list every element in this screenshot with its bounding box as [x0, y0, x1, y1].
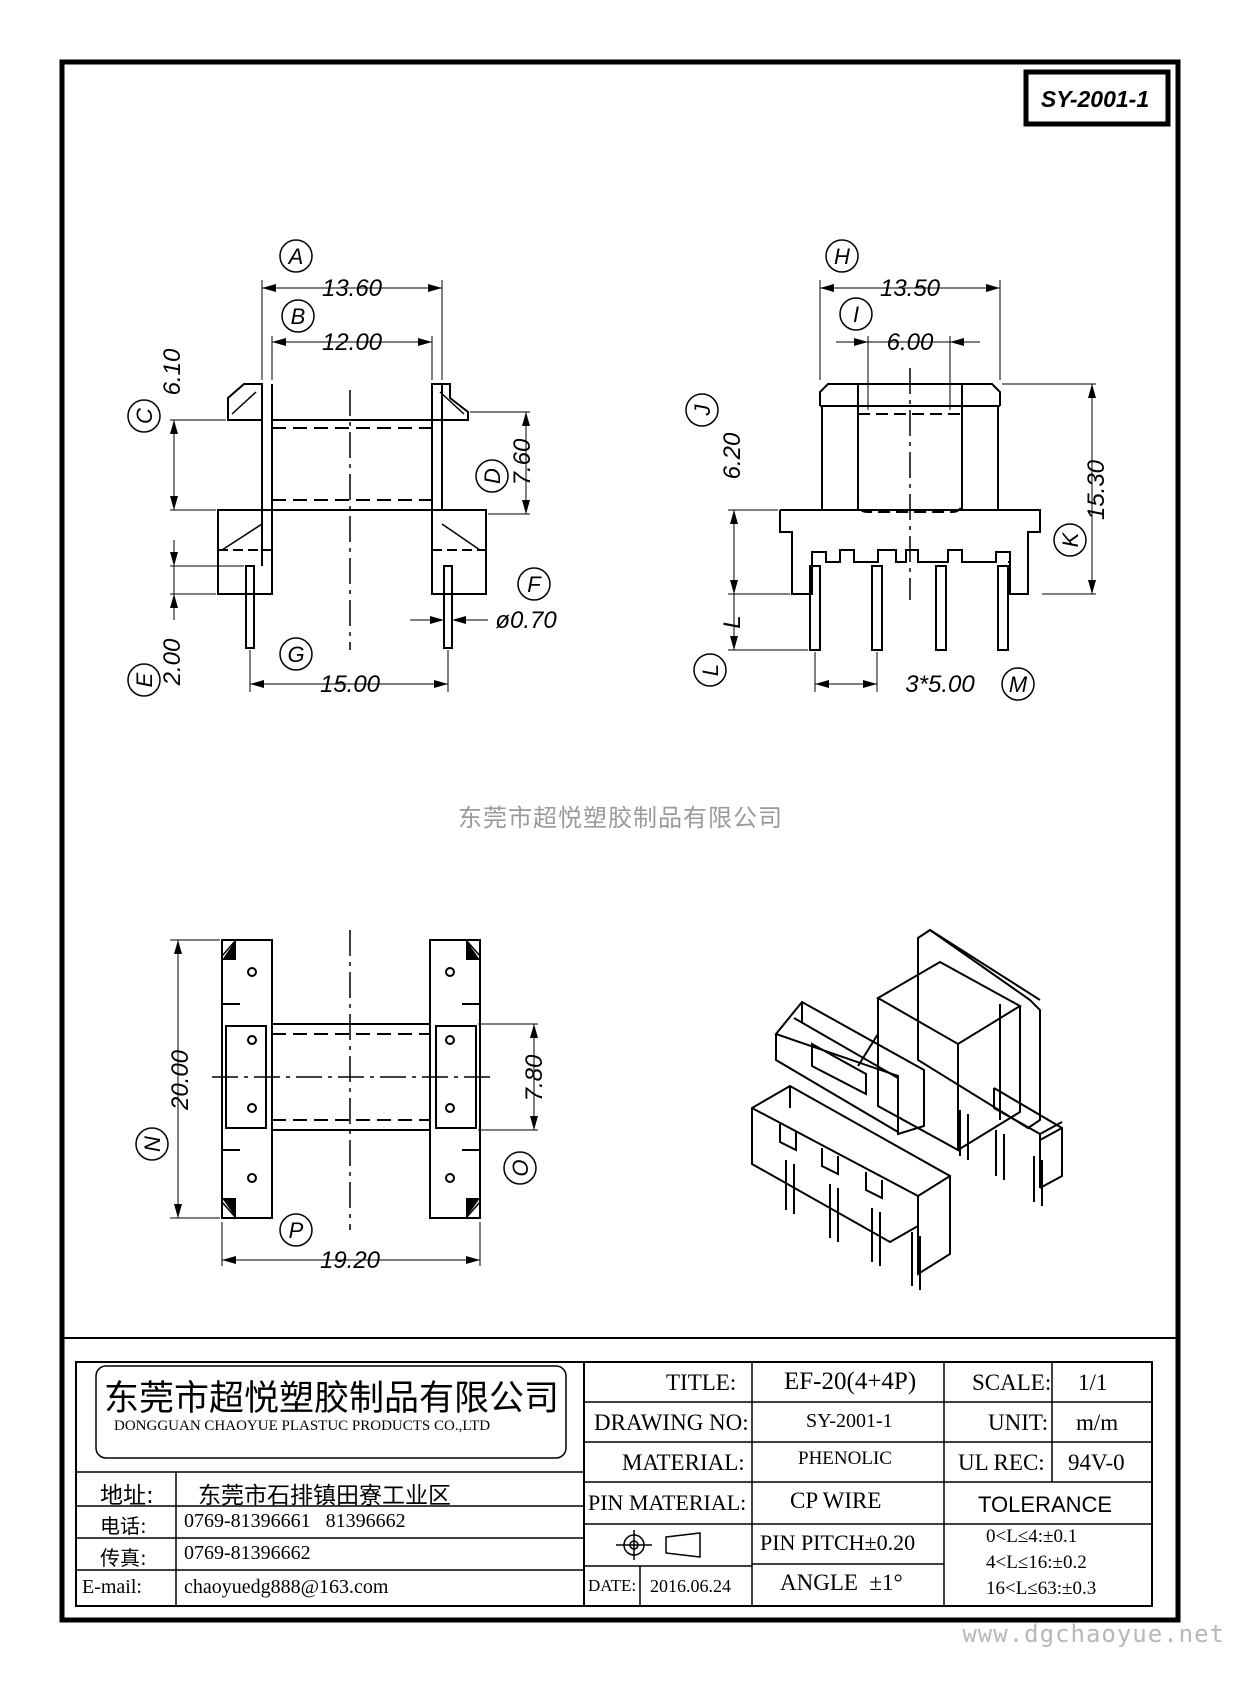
dim-d-value: 7.60	[509, 438, 536, 485]
callout-n: N	[140, 1136, 165, 1152]
dim-h-value: 13.50	[880, 275, 941, 302]
callout-e: E	[132, 672, 157, 687]
date-label: DATE:	[588, 1576, 637, 1595]
dim-e-value: 2.00	[159, 638, 186, 686]
tolerance-row-2: 4<L≤16:±0.2	[986, 1552, 1087, 1573]
fax-value: 0769-81396662	[184, 1542, 311, 1564]
dim-l-value: L	[719, 615, 746, 628]
scale-label: SCALE:	[972, 1370, 1052, 1395]
dim-j-value: 6.20	[719, 432, 746, 479]
front-view	[170, 280, 530, 692]
callout-o: O	[508, 1159, 533, 1176]
callout-i: I	[853, 302, 859, 327]
callout-a: A	[287, 244, 304, 269]
material-value: PHENOLIC	[798, 1448, 892, 1469]
pin-material-label: PIN MATERIAL:	[588, 1490, 747, 1515]
tolerance-label: TOLERANCE	[978, 1492, 1113, 1517]
address-label: 地址:	[100, 1483, 154, 1509]
pin-material-value: CP WIRE	[790, 1488, 882, 1513]
callout-g: G	[287, 642, 304, 667]
angle-value: ANGLE ±1°	[780, 1570, 903, 1595]
dim-o-value: 7.80	[521, 1054, 548, 1101]
callout-l: L	[698, 664, 723, 676]
company-name-cn: 东莞市超悦塑胶制品有限公司	[104, 1379, 560, 1419]
fax-label: 传真:	[100, 1546, 147, 1570]
title-label: TITLE:	[666, 1370, 737, 1395]
title-value: EF-20(4+4P)	[784, 1368, 917, 1395]
drawing-frame	[59, 59, 1181, 1623]
callout-k: K	[1058, 531, 1083, 547]
unit-label: UNIT:	[988, 1410, 1049, 1435]
unit-value: m/m	[1076, 1410, 1119, 1435]
callout-h: H	[834, 244, 850, 269]
phone-label: 电话:	[100, 1514, 147, 1538]
dim-i-value: 6.00	[887, 329, 934, 356]
date-value: 2016.06.24	[650, 1576, 731, 1596]
callout-d: D	[480, 468, 505, 484]
website-watermark: www.dgchaoyue.net	[962, 1620, 1225, 1648]
dim-b-value: 12.00	[322, 329, 383, 356]
phone-value: 0769-81396661 81396662	[184, 1510, 406, 1532]
tolerance-row-1: 0<L≤4:±0.1	[986, 1526, 1078, 1547]
pin-pitch-value: PIN PITCH±0.20	[760, 1530, 916, 1555]
material-label: MATERIAL:	[622, 1450, 745, 1475]
email-value: chaoyuedg888@163.com	[184, 1576, 389, 1598]
top-view	[170, 930, 538, 1266]
callout-m: M	[1009, 672, 1028, 697]
dim-g-value: 15.00	[320, 671, 381, 698]
dim-c-value: 6.10	[159, 348, 186, 395]
dim-p-value: 19.20	[320, 1247, 381, 1274]
dim-m-value: 3*5.00	[905, 671, 975, 698]
callout-circles	[127, 239, 1087, 1247]
callout-c: C	[132, 408, 157, 424]
scale-value: 1/1	[1078, 1370, 1108, 1395]
tolerance-row-3: 16<L≤63:±0.3	[986, 1578, 1097, 1599]
dim-f-value: ø0.70	[495, 607, 557, 634]
watermark-text: 东莞市超悦塑胶制品有限公司	[458, 804, 783, 832]
dim-n-value: 20.00	[167, 1049, 194, 1111]
callout-p: P	[289, 1218, 304, 1243]
drawing-no-label: DRAWING NO:	[594, 1410, 749, 1435]
isometric-view	[751, 928, 1063, 1290]
company-name-en: DONGGUAN CHAOYUE PLASTUC PRODUCTS CO.,LT…	[114, 1418, 491, 1434]
side-view	[728, 280, 1096, 692]
callout-f: F	[527, 572, 542, 597]
projection-symbol-icon	[616, 1530, 701, 1560]
dim-k-value: 15.30	[1083, 459, 1110, 520]
ul-rec-value: 94V-0	[1068, 1450, 1125, 1475]
title-block	[62, 1337, 1178, 1607]
email-label: E-mail:	[82, 1576, 142, 1598]
callout-b: B	[291, 304, 306, 329]
address-value: 东莞市石排镇田寮工业区	[198, 1483, 451, 1509]
callout-j: J	[690, 404, 715, 417]
dim-a-value: 13.60	[322, 275, 383, 302]
drawing-no-value: SY-2001-1	[806, 1410, 893, 1432]
drawing-number-badge: SY-2001-1	[1040, 85, 1150, 112]
ul-rec-label: UL REC:	[958, 1450, 1045, 1475]
drawing-code-box	[1023, 69, 1171, 127]
